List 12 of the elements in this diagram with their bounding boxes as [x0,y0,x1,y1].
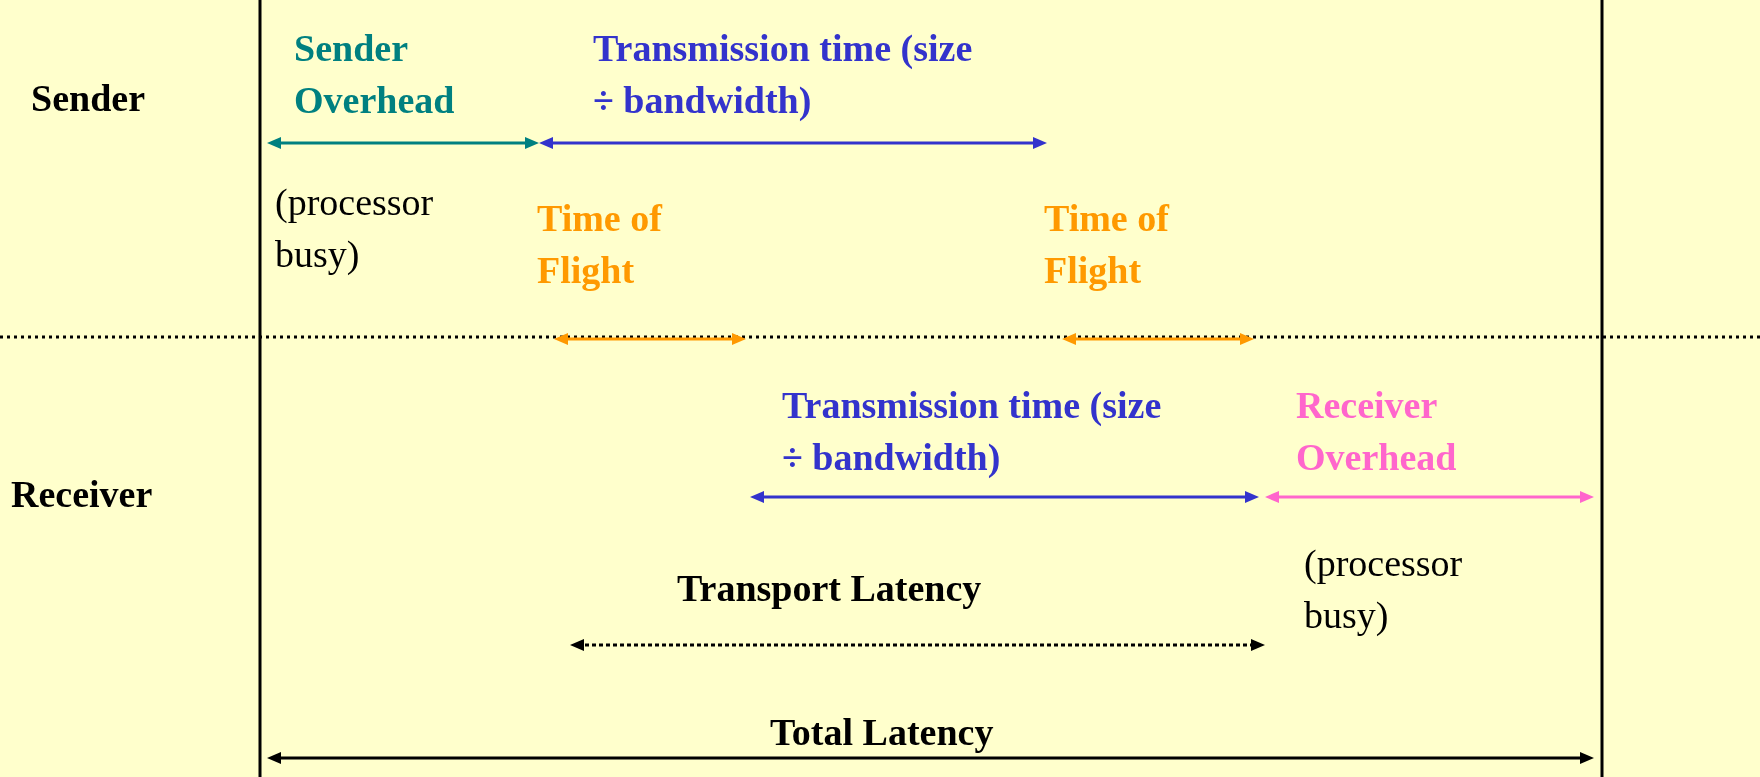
duration-label: Time of Flight [537,196,664,293]
latency-label: Transport Latency [677,566,982,611]
duration-label: Time of Flight [1044,196,1171,293]
overhead-label: Sender Overhead [294,26,456,123]
overhead-label: Receiver Overhead [1296,383,1458,480]
latency-label: Total Latency [770,710,994,755]
duration-label: Transmission time (size ÷ bandwidth) [782,383,1163,480]
duration-label: Transmission time (size ÷ bandwidth) [593,26,974,123]
note-text: (processor busy) [1304,541,1464,638]
row-label: Receiver [11,472,153,517]
note-text: (processor busy) [275,180,435,277]
row-label: Sender [31,76,145,121]
